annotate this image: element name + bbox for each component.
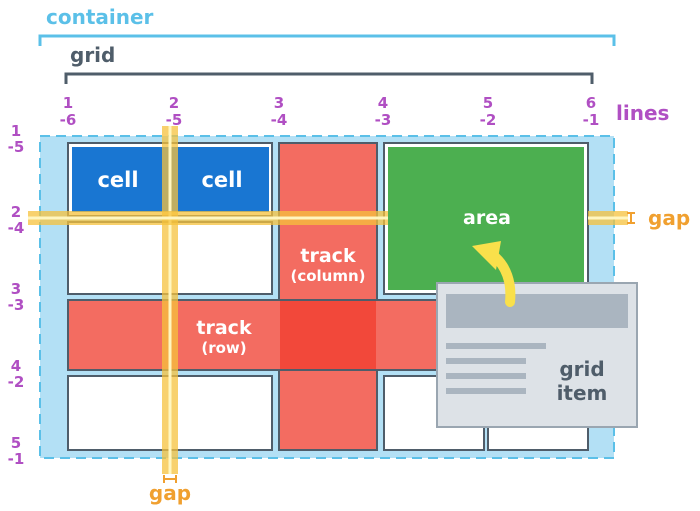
track-column-sublabel: (column) [290, 267, 365, 285]
row-line-3-neg: -3 [8, 296, 25, 314]
track-column [278, 142, 378, 451]
row-line-1-pos: 1 [11, 122, 21, 140]
grid-label: grid [70, 43, 115, 67]
row-line-5-pos: 5 [11, 434, 21, 452]
gap-bottom-label: gap [149, 481, 191, 505]
track-intersection [280, 301, 376, 369]
column-line-2-pos: 2 [169, 94, 179, 112]
track-row-sublabel: (row) [201, 339, 246, 357]
column-line-3-neg: -4 [271, 111, 288, 129]
row-line-2-neg: -4 [8, 219, 25, 237]
row-line-2-pos: 2 [11, 203, 21, 221]
arrow-icon [472, 241, 516, 307]
grid-item-card [436, 282, 638, 428]
cell-label-2: cell [201, 168, 242, 192]
column-line-3-pos: 3 [274, 94, 284, 112]
gap-row-line [28, 211, 628, 225]
row-line-4-pos: 4 [11, 357, 21, 375]
lines-label: lines [616, 101, 669, 125]
gap-right-label: gap [648, 206, 690, 230]
column-line-4-neg: -3 [375, 111, 392, 129]
column-line-1-neg: -6 [60, 111, 77, 129]
column-line-2-neg: -5 [166, 111, 183, 129]
column-line-5-neg: -2 [480, 111, 497, 129]
column-line-6-neg: -1 [583, 111, 600, 129]
grid-bracket [64, 72, 594, 84]
column-line-1-pos: 1 [63, 94, 73, 112]
track-row-label: track [196, 317, 252, 339]
row-line-1-neg: -5 [8, 138, 25, 156]
row-line-3-pos: 3 [11, 280, 21, 298]
row-line-numbers: 1-5 2-4 3-3 4-2 5-1 [8, 122, 25, 468]
area-label: area [463, 207, 511, 229]
gap-right-marker [627, 212, 635, 224]
track-column-label: track [300, 245, 356, 267]
column-line-numbers: 1-6 2-5 3-4 4-3 5-2 6-1 [60, 94, 600, 129]
column-line-4-pos: 4 [378, 94, 388, 112]
column-line-6-pos: 6 [586, 94, 596, 112]
column-line-5-pos: 5 [483, 94, 493, 112]
row-line-5-neg: -1 [8, 450, 25, 468]
gap-column-line [162, 126, 178, 474]
container-bracket [38, 34, 616, 46]
container-label: container [46, 5, 154, 29]
cell-label-1: cell [97, 168, 138, 192]
grid-item-label-2: item [557, 381, 608, 405]
grid-item-label-1: grid [559, 357, 604, 381]
gap-bottom-marker [163, 475, 177, 483]
grid-area [388, 147, 584, 290]
row-line-4-neg: -2 [8, 373, 25, 391]
